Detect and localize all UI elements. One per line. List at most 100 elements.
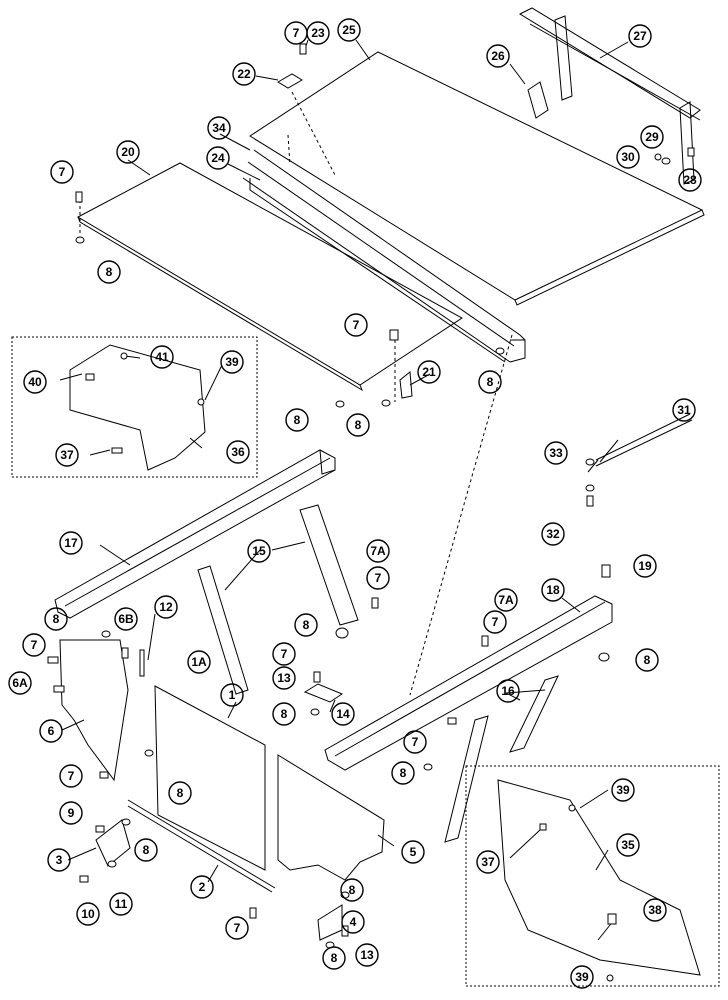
callout-8[interactable]: 8 [285, 408, 309, 432]
callout-20[interactable]: 20 [116, 140, 140, 164]
callout-8[interactable]: 8 [134, 838, 158, 862]
svg-text:8: 8 [644, 653, 651, 667]
callout-7a[interactable]: 7A [494, 588, 518, 612]
svg-text:13: 13 [277, 671, 291, 685]
callout-28[interactable]: 28 [678, 168, 702, 192]
callout-8[interactable]: 8 [272, 702, 296, 726]
callout-13[interactable]: 13 [355, 943, 379, 967]
callout-9[interactable]: 9 [59, 801, 83, 825]
callout-7[interactable]: 7 [272, 642, 296, 666]
callout-8[interactable]: 8 [97, 260, 121, 284]
svg-text:26: 26 [491, 49, 505, 63]
callout-7a[interactable]: 7A [366, 539, 390, 563]
callout-7[interactable]: 7 [225, 916, 249, 940]
callout-39[interactable]: 39 [570, 965, 594, 989]
svg-text:8: 8 [177, 786, 184, 800]
callout-5[interactable]: 5 [401, 840, 425, 864]
callout-35[interactable]: 35 [616, 833, 640, 857]
callout-7[interactable]: 7 [344, 313, 368, 337]
callout-21[interactable]: 21 [417, 360, 441, 384]
callout-7[interactable]: 7 [483, 610, 507, 634]
callout-8[interactable]: 8 [322, 946, 346, 970]
callout-29[interactable]: 29 [640, 125, 664, 149]
svg-text:8: 8 [487, 375, 494, 389]
callout-7[interactable]: 7 [22, 633, 46, 657]
svg-text:5: 5 [410, 845, 417, 859]
svg-text:15: 15 [252, 544, 266, 558]
callout-41[interactable]: 41 [150, 345, 174, 369]
svg-text:9: 9 [68, 806, 75, 820]
callout-1a[interactable]: 1A [187, 650, 211, 674]
callout-8[interactable]: 8 [44, 607, 68, 631]
callout-8[interactable]: 8 [391, 761, 415, 785]
callout-7[interactable]: 7 [50, 160, 74, 184]
callout-7[interactable]: 7 [403, 730, 427, 754]
callout-27[interactable]: 27 [628, 24, 652, 48]
callout-26[interactable]: 26 [486, 44, 510, 68]
callout-10[interactable]: 10 [76, 902, 100, 926]
svg-text:1A: 1A [191, 655, 207, 669]
callout-7[interactable]: 7 [366, 566, 390, 590]
callout-38[interactable]: 38 [643, 898, 667, 922]
callout-40[interactable]: 40 [23, 370, 47, 394]
callout-39[interactable]: 39 [611, 778, 635, 802]
svg-text:39: 39 [616, 783, 630, 797]
svg-text:8: 8 [331, 951, 338, 965]
callout-18[interactable]: 18 [541, 578, 565, 602]
callout-22[interactable]: 22 [232, 62, 256, 86]
support-15 [197, 504, 359, 695]
callout-25[interactable]: 25 [337, 18, 361, 42]
bracket-3 [95, 819, 131, 867]
callout-6[interactable]: 6 [39, 719, 63, 743]
callout-3[interactable]: 3 [47, 848, 71, 872]
callout-8[interactable]: 8 [340, 878, 364, 902]
callout-13[interactable]: 13 [272, 666, 296, 690]
callout-36[interactable]: 36 [226, 440, 250, 464]
svg-text:1: 1 [229, 688, 236, 702]
callout-6a[interactable]: 6A [8, 671, 32, 695]
callout-11[interactable]: 11 [109, 892, 133, 916]
bar-2 [127, 799, 276, 893]
svg-text:21: 21 [422, 365, 436, 379]
callout-7[interactable]: 7 [59, 764, 83, 788]
svg-text:7: 7 [281, 647, 288, 661]
callout-37[interactable]: 37 [55, 443, 79, 467]
svg-text:8: 8 [400, 766, 407, 780]
callout-32[interactable]: 32 [541, 522, 565, 546]
svg-text:6A: 6A [12, 676, 28, 690]
callout-17[interactable]: 17 [59, 531, 83, 555]
svg-text:37: 37 [60, 448, 74, 462]
rod-31 [587, 413, 693, 473]
svg-text:7: 7 [375, 571, 382, 585]
callout-33[interactable]: 33 [544, 441, 568, 465]
callout-16[interactable]: 16 [496, 679, 520, 703]
callout-1[interactable]: 1 [220, 683, 244, 707]
callout-8[interactable]: 8 [294, 613, 318, 637]
callout-39[interactable]: 39 [220, 350, 244, 374]
callout-12[interactable]: 12 [154, 595, 178, 619]
svg-text:12: 12 [159, 600, 173, 614]
callout-31[interactable]: 31 [672, 398, 696, 422]
svg-text:7: 7 [492, 615, 499, 629]
callout-2[interactable]: 2 [190, 875, 214, 899]
callout-8[interactable]: 8 [346, 413, 370, 437]
callout-30[interactable]: 30 [616, 145, 640, 169]
callout-8[interactable]: 8 [168, 781, 192, 805]
svg-text:19: 19 [638, 559, 652, 573]
svg-text:30: 30 [621, 150, 635, 164]
callout-19[interactable]: 19 [633, 554, 657, 578]
callout-23[interactable]: 23 [306, 21, 330, 45]
callout-8[interactable]: 8 [635, 648, 659, 672]
callout-37[interactable]: 37 [476, 850, 500, 874]
callout-4[interactable]: 4 [341, 910, 365, 934]
callout-24[interactable]: 24 [206, 146, 230, 170]
callout-8[interactable]: 8 [478, 370, 502, 394]
svg-text:11: 11 [115, 897, 128, 911]
svg-text:32: 32 [546, 527, 560, 541]
callout-14[interactable]: 14 [331, 702, 355, 726]
svg-text:31: 31 [677, 403, 691, 417]
callout-6b[interactable]: 6B [114, 607, 138, 631]
callout-7[interactable]: 7 [284, 21, 308, 45]
callout-15[interactable]: 15 [247, 539, 271, 563]
callout-34[interactable]: 34 [207, 116, 231, 140]
